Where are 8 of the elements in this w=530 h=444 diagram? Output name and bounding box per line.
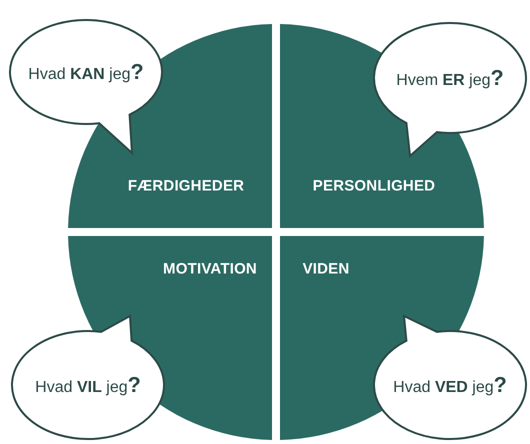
quadrant-label: FÆRDIGHEDER bbox=[128, 178, 244, 194]
quadrant-label: VIDEN bbox=[302, 260, 350, 278]
question-text: Hvem ER jeg? bbox=[396, 65, 504, 91]
question-text: Hvad KAN jeg? bbox=[28, 59, 144, 85]
question-text: Hvad VED jeg? bbox=[393, 372, 507, 398]
quadrant-label: MOTIVATION bbox=[163, 260, 257, 278]
quadrant-label: PERSONLIGHED bbox=[312, 178, 436, 194]
question-text: Hvad VIL jeg? bbox=[35, 372, 141, 398]
